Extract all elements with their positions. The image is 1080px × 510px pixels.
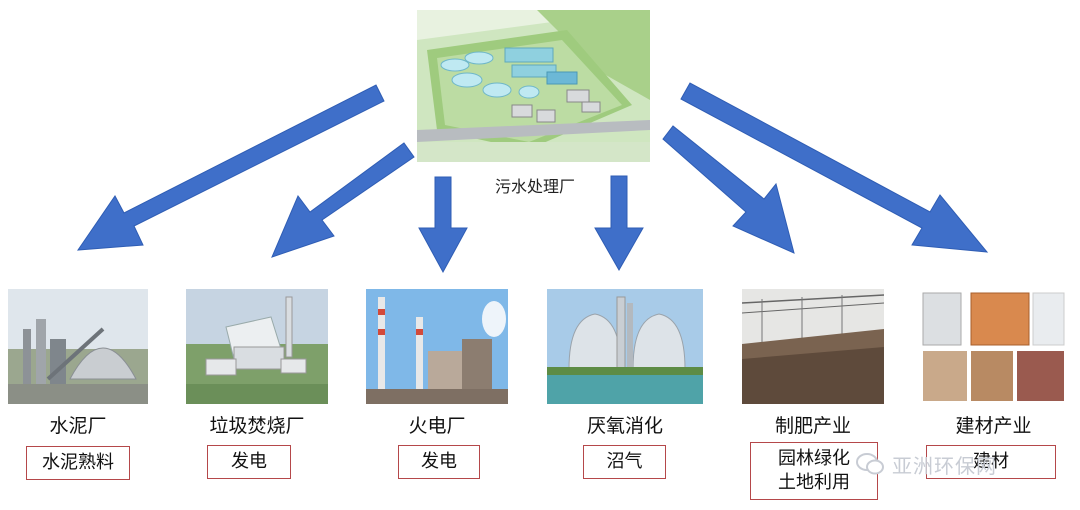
cement-plant-label: 水泥厂	[49, 415, 107, 437]
anaerobic-digestion-output-box: 沼气	[583, 445, 666, 479]
building-materials-output-box: 建材	[926, 445, 1056, 479]
thermal-plant-output: 发电	[421, 451, 457, 472]
watermark-text: 亚洲环保网	[892, 453, 997, 478]
anaerobic-digester-image	[547, 289, 703, 404]
fertilizer-industry-output-box: 园林绿化 土地利用	[750, 442, 878, 500]
incineration-plant-output-box: 发电	[207, 445, 291, 479]
arrow-to-building-materials	[680, 82, 989, 253]
building-materials-label: 建材产业	[955, 415, 1032, 437]
fertilizer-output-land-use: 土地利用	[778, 472, 850, 493]
thermal-plant-output-box: 发电	[398, 445, 480, 479]
fertilizer-output-landscaping: 园林绿化	[778, 448, 850, 469]
sewage-plant-label: 污水处理厂	[494, 177, 575, 196]
watermark: 亚洲环保网	[856, 447, 1056, 481]
building-materials-image	[921, 289, 1066, 404]
cement-plant-image	[8, 289, 148, 404]
arrow-to-thermal-plant	[418, 176, 468, 274]
sewage-plant-image	[417, 10, 650, 162]
cement-plant-output: 水泥熟料	[42, 452, 114, 473]
incineration-plant-image	[186, 289, 328, 404]
arrow-to-fertilizer-industry	[662, 125, 795, 254]
arrow-to-incineration-plant	[271, 142, 415, 258]
arrow-to-anaerobic-digestion	[594, 175, 644, 272]
wechat-icon	[856, 453, 884, 475]
cement-plant-output-box: 水泥熟料	[26, 446, 130, 480]
fertilizer-industry-label: 制肥产业	[774, 415, 851, 437]
incineration-plant-output: 发电	[231, 451, 267, 472]
thermal-plant-image	[366, 289, 508, 404]
building-materials-output: 建材	[973, 451, 1009, 472]
incineration-plant-label: 垃圾焚烧厂	[209, 415, 305, 437]
fertilizer-industry-image	[742, 289, 884, 404]
anaerobic-digestion-output: 沼气	[606, 451, 643, 472]
arrow-to-cement-plant	[76, 84, 385, 251]
thermal-plant-label: 火电厂	[408, 415, 466, 437]
anaerobic-digestion-label: 厌氧消化	[586, 415, 663, 437]
